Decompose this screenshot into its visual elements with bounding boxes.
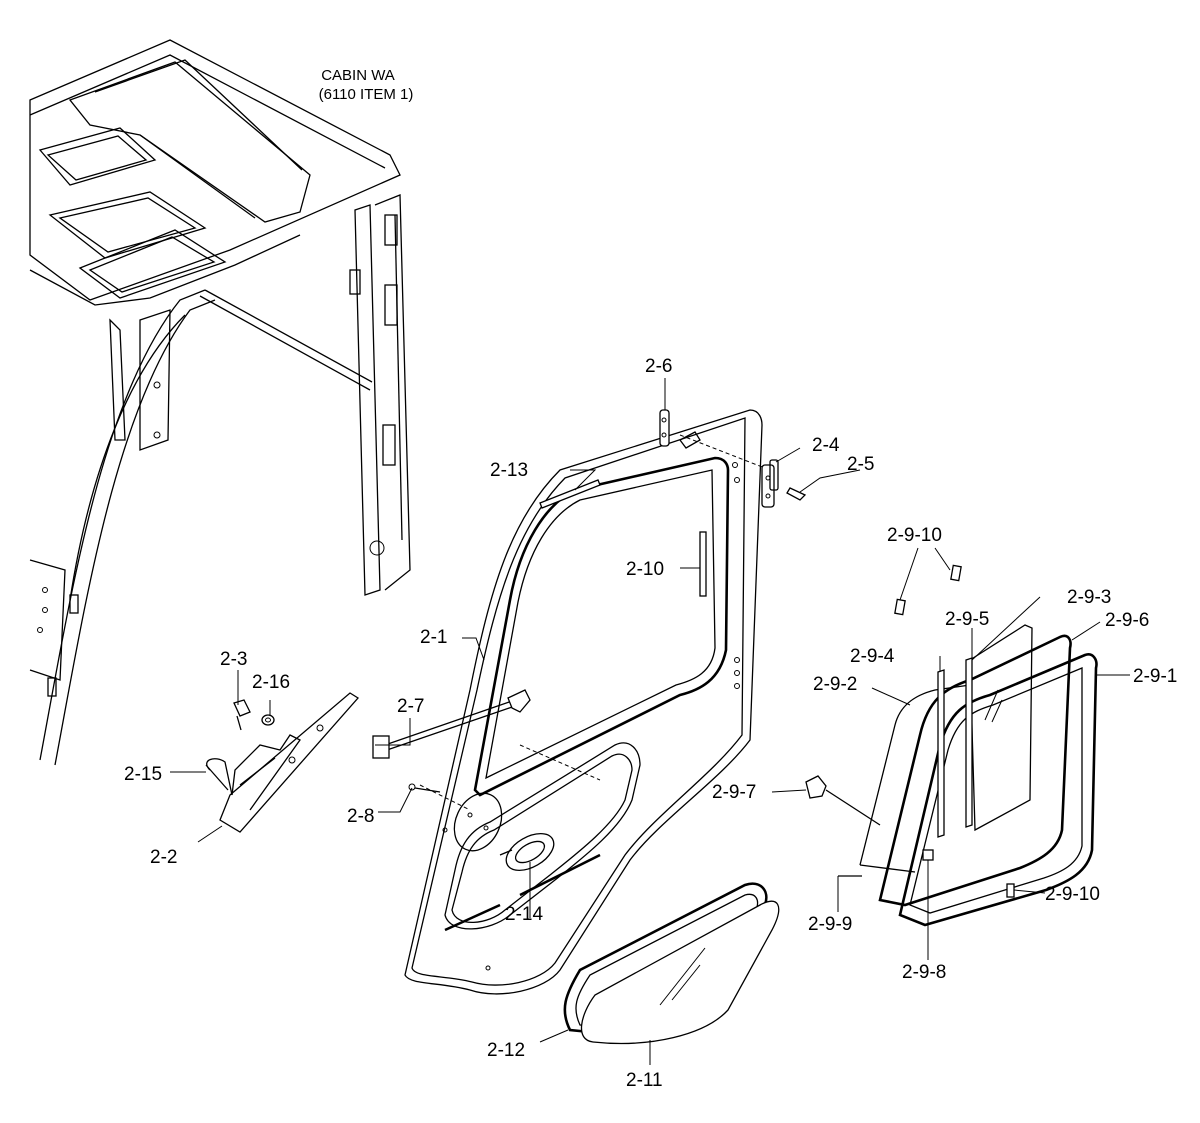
label-2-2: 2-2 xyxy=(150,847,177,868)
cabin-frame xyxy=(29,39,411,766)
label-2-9-3: 2-9-3 xyxy=(1067,587,1111,608)
label-2-10: 2-10 xyxy=(626,559,664,580)
label-2-9-8: 2-9-8 xyxy=(902,962,946,983)
bracket-assembly xyxy=(205,692,359,833)
label-2-11: 2-11 xyxy=(626,1070,663,1091)
label-2-13: 2-13 xyxy=(490,460,528,481)
label-2-8: 2-8 xyxy=(347,806,374,827)
title-line-2: (6110 ITEM 1) xyxy=(319,86,414,103)
label-2-15: 2-15 xyxy=(124,764,162,785)
label-2-9-1: 2-9-1 xyxy=(1133,666,1177,687)
label-2-6: 2-6 xyxy=(645,356,672,377)
label-2-1: 2-1 xyxy=(420,627,447,648)
hinge-2-4 xyxy=(761,459,807,508)
label-2-9-2: 2-9-2 xyxy=(813,674,857,695)
window-assembly-2-9 xyxy=(805,564,1098,927)
label-2-12: 2-12 xyxy=(487,1040,525,1061)
label-2-9-6: 2-9-6 xyxy=(1105,610,1149,631)
label-2-9-5: 2-9-5 xyxy=(945,609,989,630)
label-2-9-10-bottom: 2-9-10 xyxy=(1045,884,1100,905)
seal-strip-2-10 xyxy=(699,531,707,597)
handle-2-14 xyxy=(499,832,555,872)
label-2-9-10-top: 2-9-10 xyxy=(887,525,942,546)
label-2-4: 2-4 xyxy=(812,435,840,456)
hinge-2-6 xyxy=(659,409,701,449)
rod-2-7 xyxy=(372,689,531,793)
label-2-16: 2-16 xyxy=(252,672,290,693)
label-2-7: 2-7 xyxy=(397,696,424,717)
leader-lines xyxy=(170,378,1130,1065)
label-2-9-9: 2-9-9 xyxy=(808,914,852,935)
label-2-9-7: 2-9-7 xyxy=(712,782,756,803)
door-panel xyxy=(404,409,771,995)
lower-glass xyxy=(563,882,780,1045)
label-2-14: 2-14 xyxy=(505,904,543,925)
title-line-1: CABIN WA xyxy=(321,67,395,84)
label-2-5: 2-5 xyxy=(847,454,874,475)
label-2-3: 2-3 xyxy=(220,649,247,670)
label-2-9-4: 2-9-4 xyxy=(850,646,895,667)
